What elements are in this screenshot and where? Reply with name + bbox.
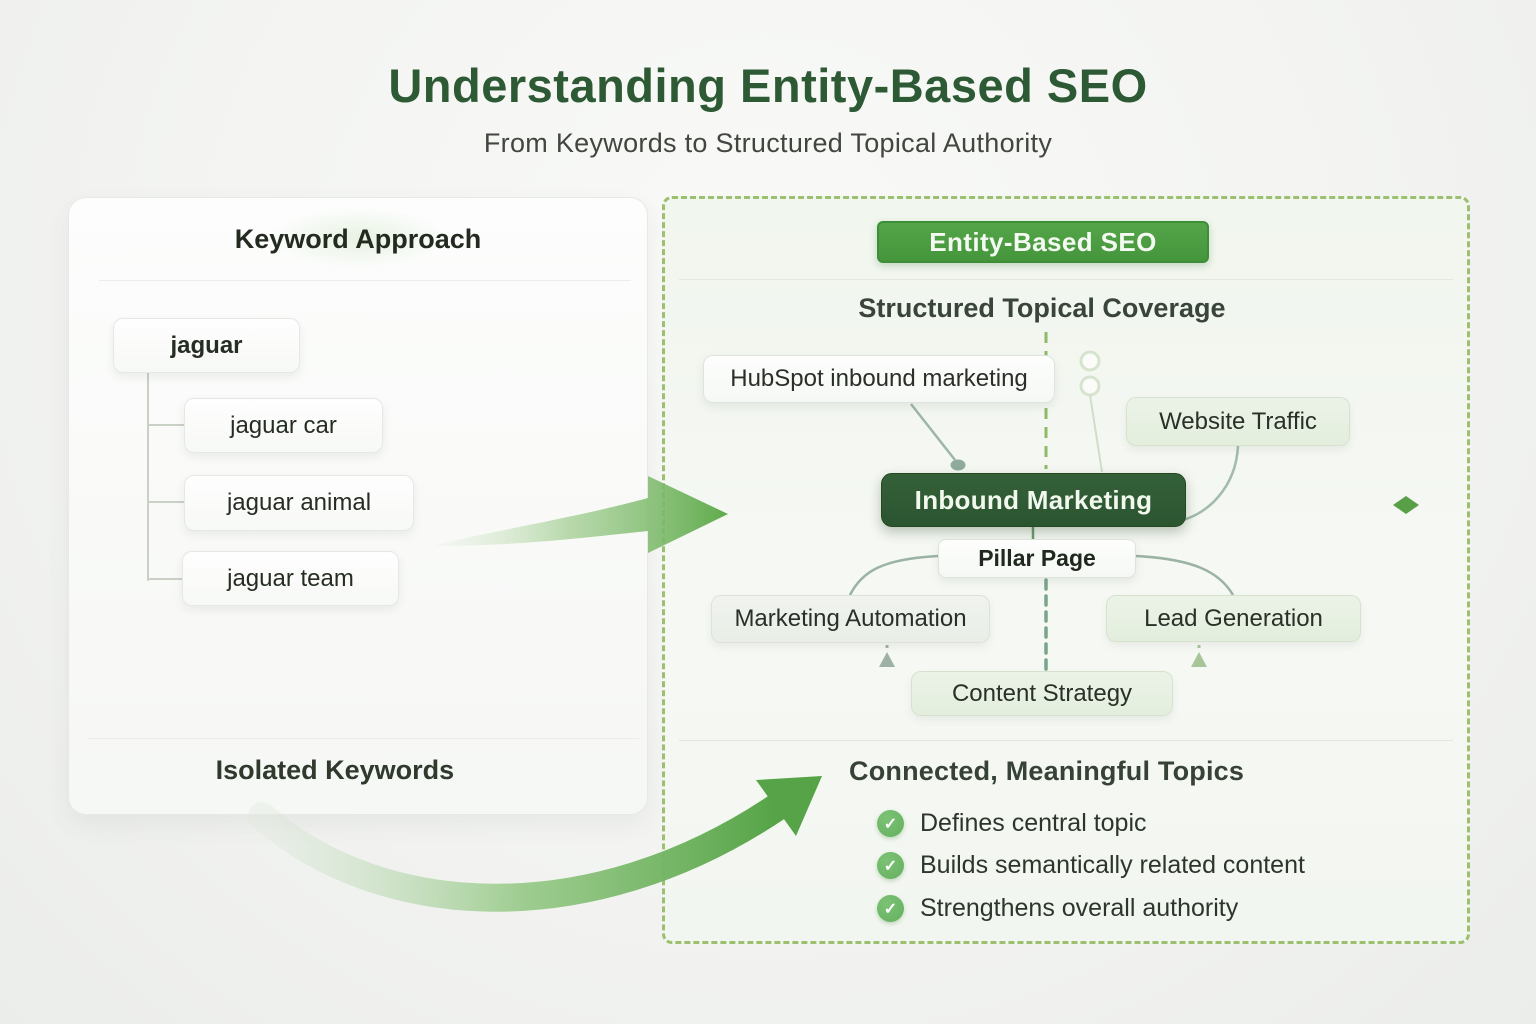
benefit-item: ✓ Strengthens overall authority: [877, 894, 1238, 923]
link-node-icon: [1079, 350, 1101, 372]
entity-seo-panel: Entity-Based SEO Structured Topical Cove…: [662, 196, 1470, 944]
topic-node-website-traffic: Website Traffic: [1126, 397, 1350, 446]
arrow-down-icon: [1191, 652, 1207, 667]
heading-glow: [271, 208, 445, 268]
divider: [679, 740, 1453, 741]
tree-connector-line: [147, 371, 149, 581]
pillar-right-arc: [1135, 554, 1235, 596]
check-icon: ✓: [877, 852, 904, 879]
keyword-child-box: jaguar team: [182, 551, 399, 606]
topic-node-hubspot: HubSpot inbound marketing: [703, 355, 1055, 403]
check-icon: ✓: [877, 895, 904, 922]
tree-connector-stub: [147, 578, 182, 580]
keyword-panel-footer: Isolated Keywords: [215, 755, 455, 785]
entity-panel-heading: Structured Topical Coverage: [858, 293, 1226, 323]
keyword-root-box: jaguar: [113, 318, 300, 373]
topic-node-lead-generation: Lead Generation: [1106, 595, 1361, 642]
tree-connector-stub: [147, 501, 184, 503]
benefit-item: ✓ Builds semantically related content: [877, 851, 1305, 880]
topic-node-marketing-automation: Marketing Automation: [711, 595, 990, 643]
topic-node-inbound-marketing: Inbound Marketing: [881, 473, 1186, 527]
divider: [99, 280, 631, 281]
topic-connectors-graphic: [739, 332, 1419, 671]
page-title: Understanding Entity-Based SEO: [388, 59, 1148, 112]
keyword-approach-panel: Keyword Approach jaguar jaguar car jagua…: [68, 197, 648, 815]
benefit-text: Defines central topic: [920, 809, 1147, 837]
entity-panel-footer-heading: Connected, Meaningful Topics: [849, 756, 1245, 786]
pillar-left-arc: [848, 554, 939, 596]
link-node-line: [1089, 394, 1103, 473]
benefit-item: ✓ Defines central topic: [877, 809, 1147, 838]
benefit-text: Builds semantically related content: [920, 851, 1305, 879]
link-node-icon: [1079, 375, 1101, 397]
keyword-child-box: jaguar animal: [184, 475, 414, 531]
divider: [87, 738, 639, 739]
diamond-arrow-icon: [1393, 496, 1419, 514]
entity-seo-badge: Entity-Based SEO: [877, 221, 1209, 263]
topic-node-pillar-page: Pillar Page: [938, 539, 1136, 578]
tree-connector-stub: [147, 424, 184, 426]
keyword-panel-heading: Keyword Approach: [234, 224, 482, 254]
check-icon: ✓: [877, 810, 904, 837]
benefit-text: Strengthens overall authority: [920, 894, 1239, 922]
topic-node-content-strategy: Content Strategy: [911, 671, 1173, 716]
arrow-down-icon: [879, 652, 895, 667]
connector-dot: [950, 459, 966, 471]
page-subtitle: From Keywords to Structured Topical Auth…: [483, 128, 1053, 158]
keyword-child-box: jaguar car: [184, 398, 383, 453]
divider: [679, 279, 1453, 280]
hubspot-connector-line: [910, 403, 956, 461]
